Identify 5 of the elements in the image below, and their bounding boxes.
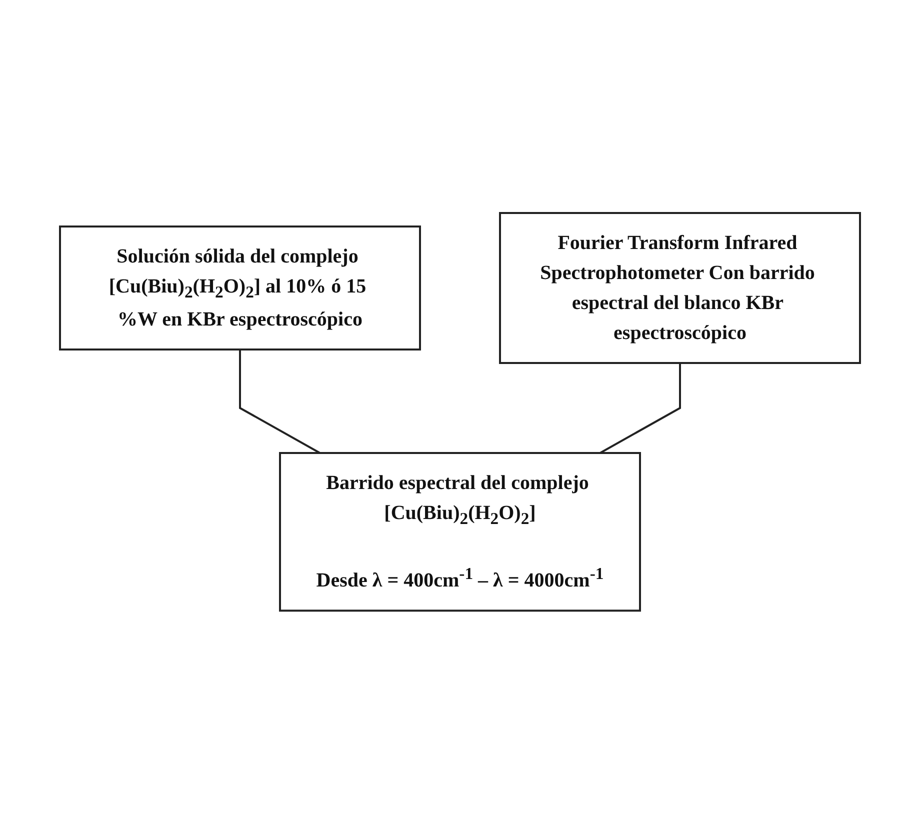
node-box: Barrido espectral del complejo [Cu(Biu)$_{2}$(H$_{2}$O)$_{2}$] Desde λ = 400cm$^{-1}$ – λ = 4000cm$^{-1}$ (278, 452, 640, 612)
connector (238, 349, 320, 454)
node-box: Solución sólida del complejo [Cu(Biu)$_{2}$(H$_{2}$O)$_{2}$] al 10% ó 15 %W en KBr espectroscópico (58, 225, 420, 350)
connector (599, 362, 680, 454)
node-box: Fourier Transform Infrared Spectrophotometer Con barrido espectral del blanco KBr espectroscópico (498, 212, 860, 364)
